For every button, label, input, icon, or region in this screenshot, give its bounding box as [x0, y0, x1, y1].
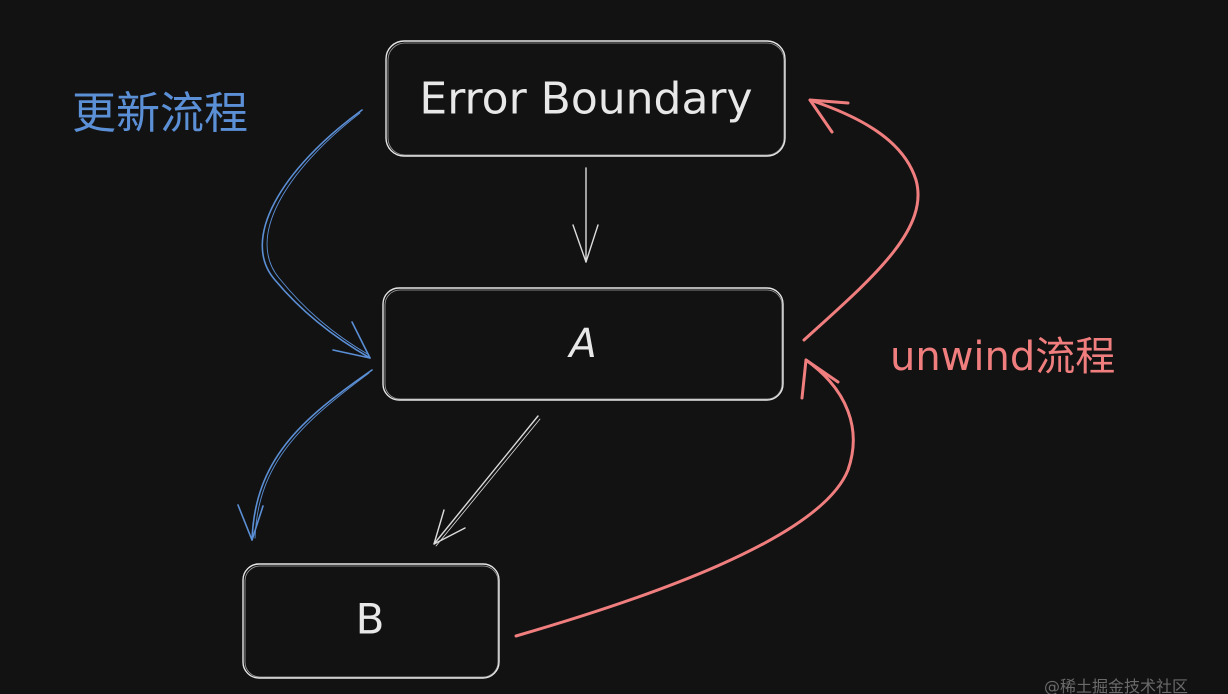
- node-error-boundary-label: Error Boundary: [419, 74, 752, 125]
- edge-error-boundary-to-a: [572, 167, 599, 263]
- node-a: A: [382, 287, 784, 401]
- node-b-label: B: [356, 595, 385, 644]
- edge-a-to-b: [433, 415, 541, 547]
- update-flow-label: 更新流程: [72, 88, 248, 139]
- unwind-flow-arrow-a-to-error-boundary: [802, 98, 920, 342]
- unwind-flow-arrow-b-to-a: [514, 358, 855, 638]
- watermark: @稀土掘金技术社区: [1044, 677, 1188, 694]
- node-b: B: [242, 563, 500, 679]
- unwind-flow-label: unwind流程: [890, 334, 1115, 380]
- update-flow-arrow-to-a: [261, 109, 371, 359]
- node-error-boundary: Error Boundary: [385, 40, 786, 157]
- update-flow-arrow-to-b: [237, 369, 373, 541]
- node-a-label: A: [566, 321, 596, 367]
